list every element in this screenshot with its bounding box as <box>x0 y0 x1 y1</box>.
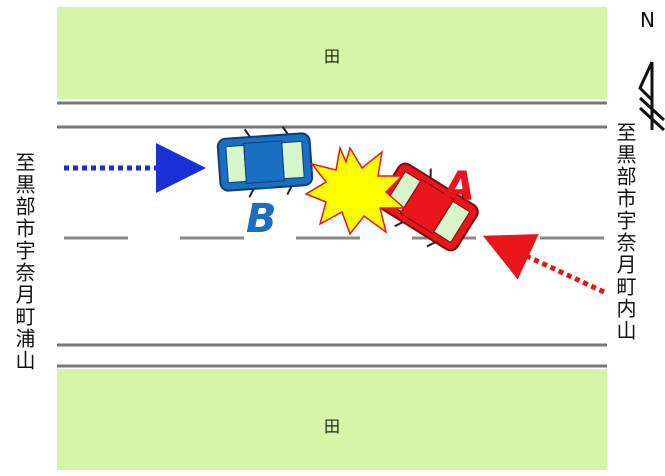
field-top-label: 田 <box>323 47 340 66</box>
left-destination-label: 至黒部市宇奈月町浦山 <box>12 152 36 372</box>
right-destination-label: 至黒部市宇奈月町内山 <box>613 122 637 342</box>
field-top: 田 <box>57 7 607 99</box>
vehicle-b-label: B <box>246 196 277 242</box>
vehicle-b-icon <box>216 126 314 198</box>
vehicle-a-icon <box>377 162 479 252</box>
field-bottom: 田 <box>57 369 607 470</box>
collision-burst-icon <box>304 145 406 236</box>
vehicle-a-path-arrow <box>482 234 606 295</box>
field-bottom-label: 田 <box>323 417 340 436</box>
north-label: N <box>640 8 655 32</box>
north-arrow-icon <box>638 61 665 132</box>
vehicle-a-label: A <box>441 164 475 210</box>
road-edge-lines <box>57 101 607 368</box>
